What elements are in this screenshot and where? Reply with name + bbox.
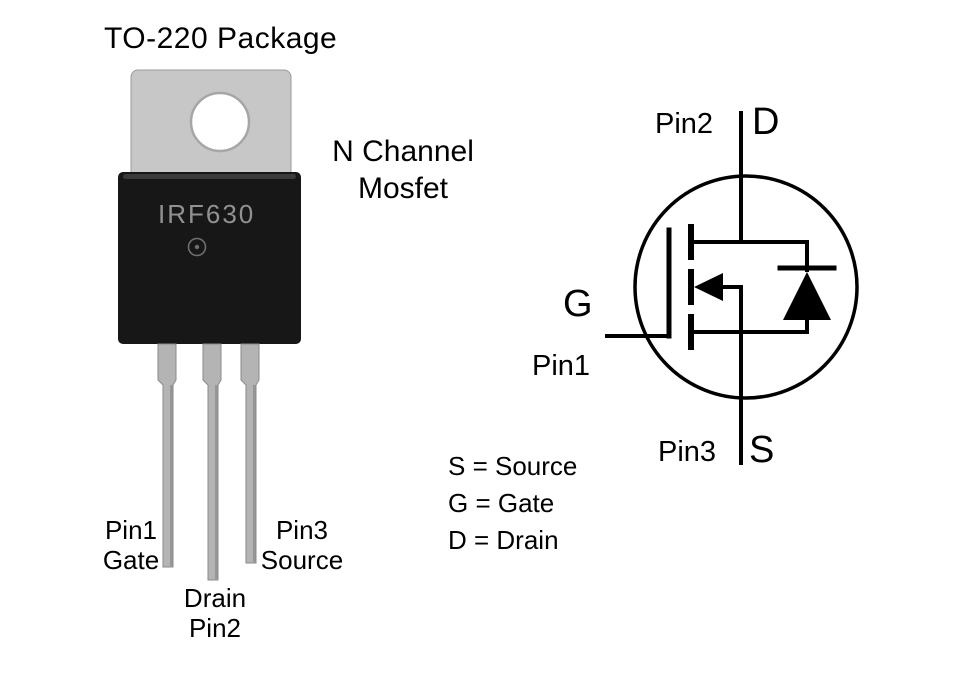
schematic-source-letter: S bbox=[749, 429, 775, 471]
package-mounting-hole bbox=[189, 91, 251, 153]
pin3-source-label: Pin3 Source bbox=[247, 515, 357, 575]
pin2-drain-label: Drain Pin2 bbox=[165, 583, 265, 643]
legend-drain: D = Drain bbox=[448, 525, 559, 555]
mosfet-schematic-drawing bbox=[605, 111, 859, 465]
legend-source: S = Source bbox=[448, 451, 578, 481]
to220-package-drawing bbox=[118, 69, 301, 581]
device-type-line2: Mosfet bbox=[357, 172, 449, 205]
pin1-gate-label: Pin1 Gate bbox=[81, 515, 181, 575]
symbol-circle bbox=[633, 174, 859, 400]
pin3-name: Source bbox=[260, 545, 344, 575]
page-title: TO-220 Package bbox=[104, 22, 338, 55]
part-number-label: IRF630 bbox=[158, 199, 256, 229]
body-diode bbox=[777, 240, 837, 334]
diode-anode-triangle-icon bbox=[783, 272, 831, 320]
brand-logo-icon bbox=[187, 237, 207, 257]
pin1-number: Pin1 bbox=[104, 515, 158, 545]
lead-shading bbox=[170, 385, 256, 579]
schematic-gate-letter: G bbox=[563, 283, 593, 325]
terminal-legend: S = Source G = Gate D = Drain bbox=[448, 448, 577, 559]
package-plastic-body bbox=[118, 172, 301, 344]
schematic-pin1-label: Pin1 bbox=[532, 350, 591, 382]
pin3-number: Pin3 bbox=[275, 515, 329, 545]
lead-pin2-drain bbox=[202, 343, 222, 581]
device-type-line1: N Channel bbox=[332, 135, 474, 168]
legend-gate: G = Gate bbox=[448, 488, 555, 518]
pin1-name: Gate bbox=[102, 545, 160, 575]
device-type-label: N Channel Mosfet bbox=[313, 133, 493, 207]
pin2-number: Pin2 bbox=[188, 613, 242, 643]
package-body-bevel bbox=[123, 174, 296, 179]
schematic-drain-letter: D bbox=[752, 101, 780, 143]
pin2-name: Drain bbox=[183, 583, 247, 613]
schematic-pin3-label: Pin3 bbox=[658, 436, 717, 468]
schematic-pin2-label: Pin2 bbox=[655, 108, 714, 140]
substrate-arrow-icon bbox=[694, 273, 723, 301]
